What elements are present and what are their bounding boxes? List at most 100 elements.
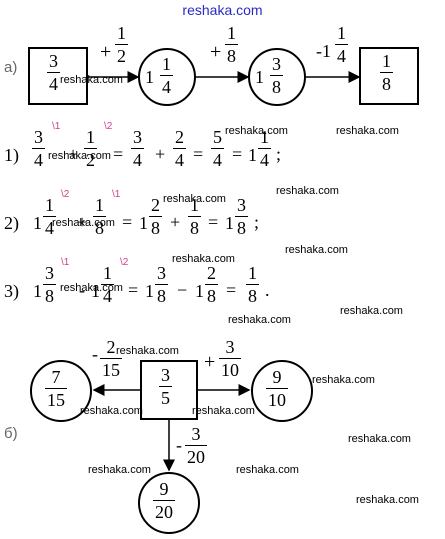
step1-r2-den: 4 [173,148,186,170]
b-down-op-sign: - [176,435,182,455]
step2-f2-num: 1 [95,195,104,215]
step3-w-sub: 1 [91,281,100,301]
b-center-fraction: 3 5 [159,366,172,407]
step2-r1-den: 8 [149,216,162,238]
node1-whole: 1 [145,67,154,87]
step1-eq1: = [113,144,124,164]
step2-r3-den: 8 [235,216,248,238]
step1-op: + [68,144,79,164]
b-down-op-den: 20 [185,445,207,467]
step2-w2: 1 [139,213,148,233]
part-a-label: а) [4,59,18,76]
step3-end: . [265,280,270,300]
step3-r3-den: 8 [246,284,259,306]
result-den: 8 [380,72,393,94]
step2-r1: 2 8 [149,196,162,237]
watermark: reshaka.com [276,185,339,197]
step3-mult2: \2 [120,257,129,268]
step2-w3: 1 [225,213,234,233]
step3-r1-num: 3 [157,263,166,283]
step2-eq2: = [208,212,219,232]
step3-f1-num: 3 [45,263,54,283]
result-fraction: 1 8 [380,52,393,93]
step1-r4-num: 1 [260,127,269,147]
op2-num: 1 [227,23,236,43]
step3-w1: 1 [33,281,42,301]
step2-r1-num: 2 [151,195,160,215]
start-den: 4 [47,72,60,94]
watermark: reshaka.com [60,74,123,86]
step3-f2: 1 4 [101,264,114,305]
step1-eq3: = [232,144,243,164]
step1-r1-den: 4 [131,148,144,170]
b-left-circle [30,360,92,422]
step3-f2-den: 4 [101,284,114,306]
watermark: reshaka.com [80,405,143,417]
b-down-circle [138,472,200,534]
step3-eq1: = [128,280,139,300]
start-box [28,47,88,105]
step1-f2-den: 2 [84,148,97,170]
watermark: reshaka.com [48,150,111,162]
b-left-op-den: 15 [100,358,122,380]
op1-den: 2 [115,44,128,66]
op3-sign: -1 [316,41,331,61]
step2-eq1: = [122,212,133,232]
node2-whole: 1 [255,67,264,87]
b-left-op-fraction: 2 15 [100,338,122,379]
b-down-fraction: 9 20 [153,480,175,521]
b-down-num: 9 [159,479,169,499]
step3-w3: 1 [195,281,204,301]
op3-fraction: 1 4 [335,24,348,65]
step1-r2: 2 4 [173,128,186,169]
step3-minus: − [177,280,188,300]
node1-num: 1 [162,54,171,74]
step3-r1: 3 8 [155,264,168,305]
step2-end: ; [254,212,260,232]
step2-r2: 1 8 [188,196,201,237]
step1-mult1: \1 [52,121,61,132]
step2-w1: 1 [33,213,42,233]
watermark: reshaka.com [172,253,235,265]
start-fraction: 3 4 [47,52,60,93]
b-center-box [140,360,198,420]
op2-fraction: 1 8 [225,24,238,65]
part-b-label: б) [4,425,18,442]
op1-fraction: 1 2 [115,24,128,65]
step1-r4-den: 4 [258,148,271,170]
watermark: reshaka.com [52,217,115,229]
step1-f2-num: 1 [86,127,95,147]
step2-f2: 1 8 [93,196,106,237]
b-center-den: 5 [159,386,172,408]
b-right-circle [251,360,313,422]
step2-mult1: \2 [61,189,70,200]
watermark: reshaka.com [225,125,288,137]
step1-r2-num: 2 [175,127,184,147]
site-watermark-top: reshaka.com [182,2,263,18]
op2-sign: + [210,41,222,63]
step1-f1-num: 3 [34,127,43,147]
step2-r2-den: 8 [188,216,201,238]
op2-den: 8 [225,44,238,66]
step1-end: ; [276,144,282,164]
step3-op: - [79,280,85,300]
step2-mult2: \1 [112,189,121,200]
watermark: reshaka.com [228,314,291,326]
step2-f2-den: 8 [93,216,106,238]
node2-fraction: 3 8 [270,55,283,96]
watermark: reshaka.com [336,125,399,137]
b-right-op-sign: + [204,351,216,373]
step3-r3: 1 8 [246,264,259,305]
step1-f1-den: 4 [32,148,45,170]
step1-r3: 5 4 [211,128,224,169]
b-down-op-fraction: 3 20 [185,425,207,466]
step1-f1: 3 4 [32,128,45,169]
step1-r3-den: 4 [211,148,224,170]
step2-f1-num: 1 [45,195,54,215]
b-down-den: 20 [153,500,175,522]
b-right-op-fraction: 3 10 [219,338,241,379]
step3-index: 3) [4,281,19,301]
result-num: 1 [382,51,391,71]
step1-f2: 1 2 [84,128,97,169]
